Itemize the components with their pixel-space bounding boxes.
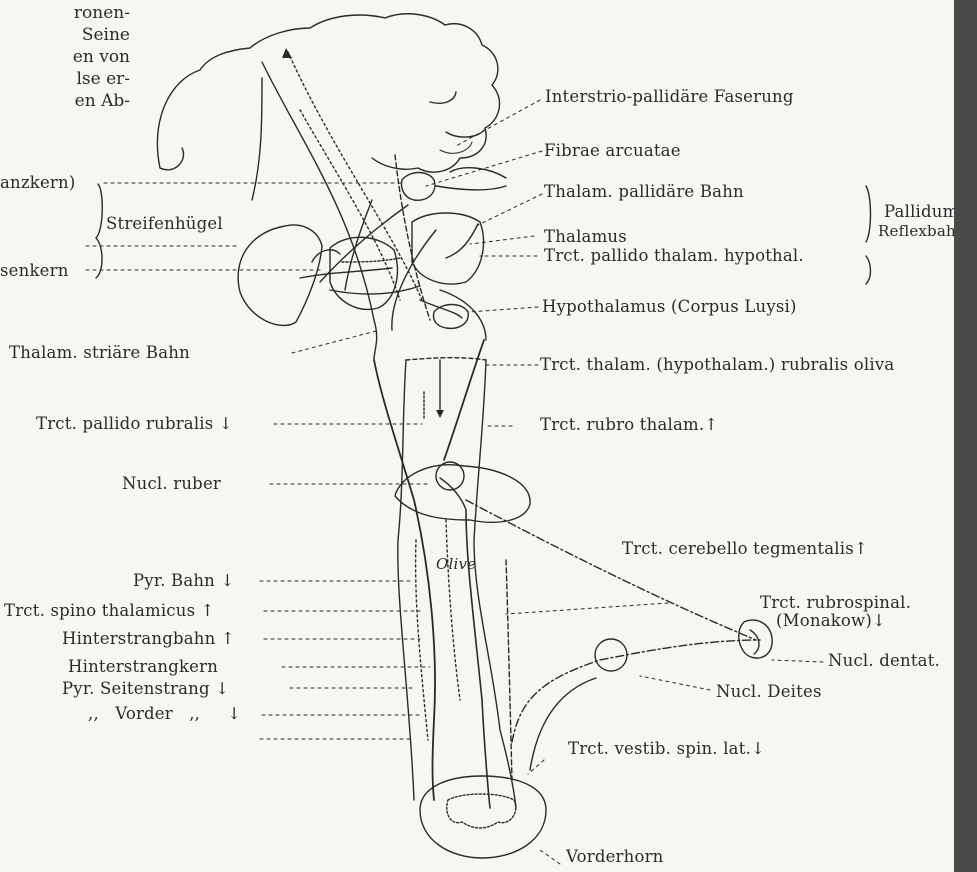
label-cerebello-tegmentalis: Trct. cerebello tegmentalis↑ <box>622 540 868 558</box>
label-trct-pallido-rubralis: Trct. pallido rubralis ↓ <box>36 415 233 433</box>
label-thalam-pallidare-bahn: Thalam. pallidäre Bahn <box>544 183 744 201</box>
label-rubrospinal: Trct. rubrospinal. <box>760 594 911 612</box>
spinal-cord-outline <box>420 776 546 858</box>
pyramidal-tract <box>374 360 435 800</box>
label-monakow: (Monakow)↓ <box>776 612 886 630</box>
label-hypothalamus: Hypothalamus (Corpus Luysi) <box>542 298 797 316</box>
globus-outline <box>402 173 435 201</box>
brainstem-right-wall <box>474 360 516 808</box>
red-nucleus-outline <box>395 465 530 523</box>
pallidum-bracket <box>866 186 871 284</box>
label-interstrio-pallidare: Interstrio-pallidäre Faserung <box>545 88 794 106</box>
label-nucl-dentat: Nucl. dentat. <box>828 652 940 670</box>
label-hinterstrangbahn: Hinterstrangbahn ↑ <box>62 630 235 648</box>
label-rubro-thalam: Trct. rubro thalam.↑ <box>540 416 718 434</box>
brainstem-left-wall <box>398 360 414 800</box>
label-spino-thalamicus: Trct. spino thalamicus ↑ <box>4 602 215 620</box>
label-thalam-striare-bahn: Thalam. striäre Bahn <box>9 344 190 362</box>
label-hinterstrangkern: Hinterstrangkern <box>68 658 218 676</box>
label-pallido-thalam-hypothal: Trct. pallido thalam. hypothal. <box>544 247 804 265</box>
label-vorder: ,, Vorder ,, ↓ <box>88 705 241 723</box>
page-edge-shadow <box>954 0 977 872</box>
caudate-outline <box>238 225 322 326</box>
label-nucl-ruber: Nucl. ruber <box>122 475 221 493</box>
label-pyr-seitenstrang: Pyr. Seitenstrang ↓ <box>62 680 229 698</box>
label-thalamus: Thalamus <box>544 228 627 246</box>
label-reflexbahn: Reflexbah <box>878 222 956 240</box>
streifenhugel-bracket <box>96 184 102 278</box>
label-nucl-deites: Nucl. Deites <box>716 683 822 701</box>
hypothalamus-outline <box>434 305 469 329</box>
label-vorderhorn: Vorderhorn <box>566 848 664 866</box>
label-pyr-bahn: Pyr. Bahn ↓ <box>133 572 234 590</box>
label-vestib-spin-lat: Trct. vestib. spin. lat.↓ <box>568 740 765 758</box>
label-thalam-rubralis: Trct. thalam. (hypothalam.) rubralis oli… <box>540 356 894 374</box>
cortex-outline <box>157 14 499 172</box>
label-olive: Olive <box>436 555 476 573</box>
label-linsenkern: senkern <box>0 262 69 280</box>
label-kranzkern: anzkern) <box>0 174 75 192</box>
label-pallidum: Pallidum <box>884 203 958 221</box>
label-fibrae-arcuatae: Fibrae arcuatae <box>544 142 681 160</box>
label-streifenhugel: Streifenhügel <box>106 215 223 233</box>
